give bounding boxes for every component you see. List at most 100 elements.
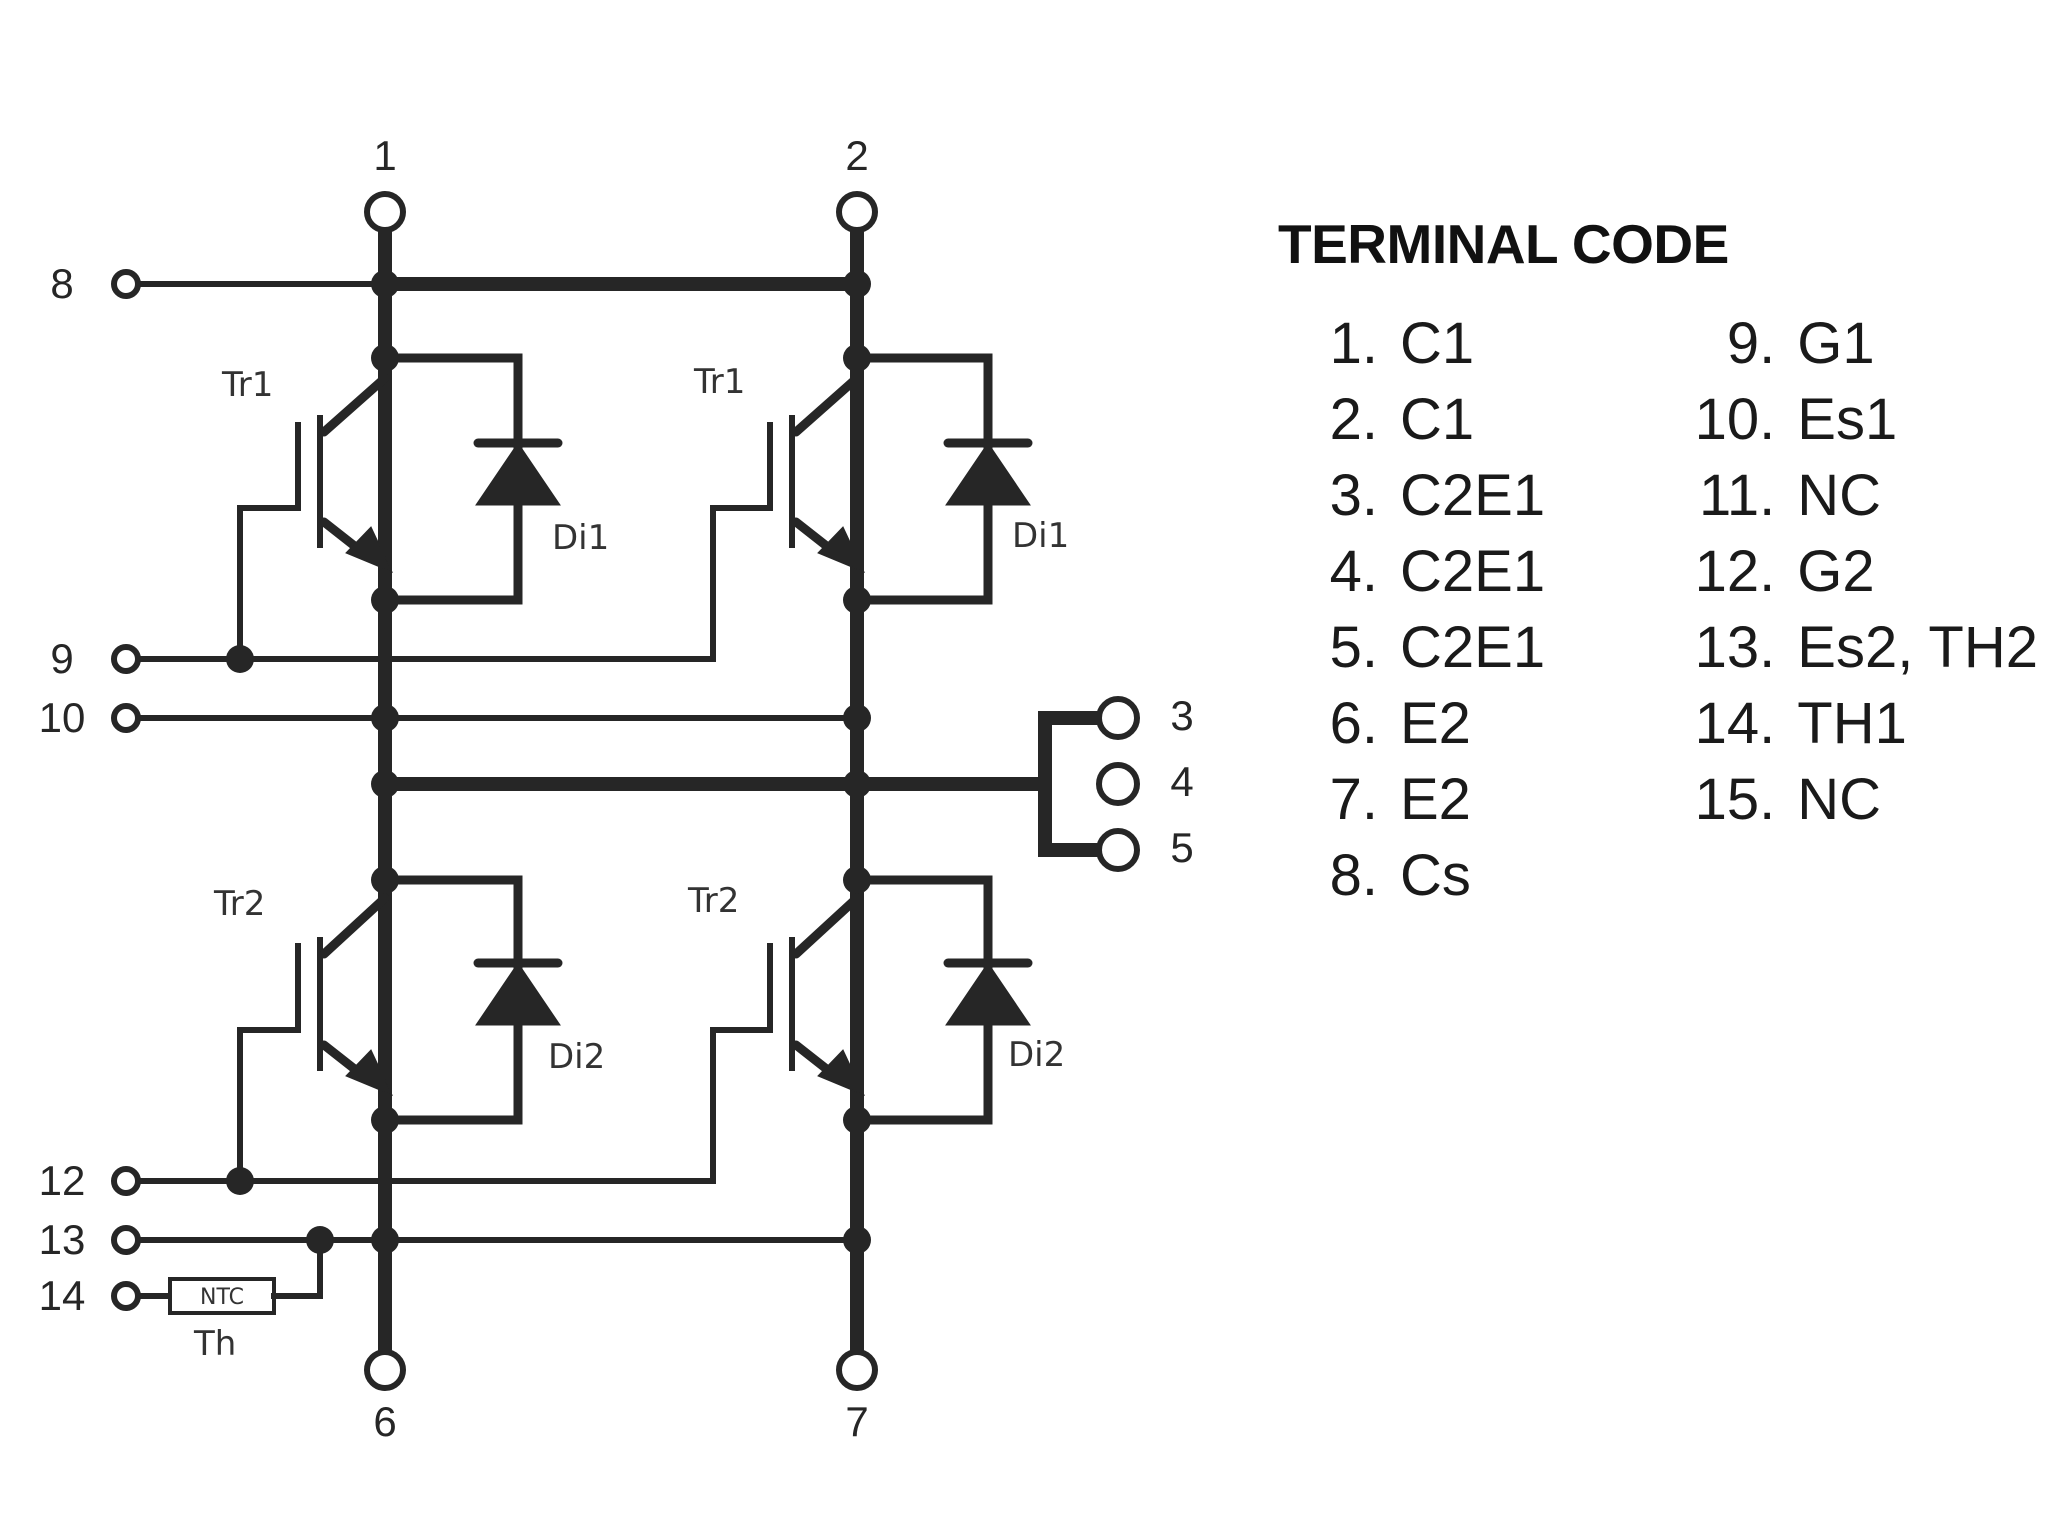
terminal-14[interactable] [111, 1281, 141, 1311]
code-number: 12. [1694, 539, 1776, 604]
terminal-code-row: 14. TH1 [1657, 686, 2038, 762]
code-number: 15. [1694, 767, 1776, 832]
terminal-code-row: 6. E2 [1278, 686, 1657, 762]
terminal-9[interactable] [111, 644, 141, 674]
gate-wire-tr1-right [710, 505, 773, 662]
code-name: Es1 [1797, 387, 1898, 452]
code-name: C2E1 [1400, 539, 1546, 604]
terminal-13[interactable] [111, 1225, 141, 1255]
igbt-module-schematic: 1 2 3 4 5 6 7 8 9 10 12 13 14 Tr1 Tr1 Tr… [39, 132, 1194, 1445]
terminal-code-row: 4.C2E1 [1278, 534, 1657, 610]
terminal-code-table: 1. C1 2. C1 3. C2E1 4.C2E1 5. C2E1 6. E2 7. E2… [1278, 306, 2038, 914]
code-name: C1 [1400, 387, 1475, 452]
terminal-code-row: 12. G2 [1657, 534, 2038, 610]
code-name: NC [1797, 463, 1882, 528]
di1-left-label: Di1 [552, 518, 609, 558]
terminal-3-label: 3 [1170, 692, 1193, 739]
di2-left-diode [380, 875, 563, 1125]
terminal-2[interactable] [836, 191, 878, 233]
code-name: G1 [1797, 311, 1875, 376]
terminal-10-label: 10 [39, 694, 86, 741]
terminal-5[interactable] [1096, 828, 1140, 872]
terminal-10[interactable] [111, 703, 141, 733]
di1-left-diode [380, 353, 563, 605]
code-name: Cs [1400, 843, 1471, 908]
tr2-left-label: Tr2 [213, 884, 265, 924]
tr2-left-igbt [295, 893, 393, 1096]
terminal-14-label: 14 [39, 1272, 86, 1319]
terminal-code-panel: TERMINAL CODE 1. C1 2. C1 3. C2E1 4.C2E1 5.… [1278, 212, 2038, 914]
code-name: C1 [1400, 311, 1475, 376]
ntc-label: NTC [200, 1285, 244, 1310]
code-number: 10. [1694, 387, 1776, 452]
terminal-4-label: 4 [1170, 758, 1193, 805]
output-bracket [1038, 711, 1125, 857]
junction-dots [226, 270, 871, 1254]
tr1-right-label: Tr1 [693, 362, 745, 402]
tr1-right-igbt [767, 373, 865, 573]
code-name: G2 [1797, 539, 1875, 604]
di1-right-diode [852, 353, 1033, 605]
di2-left-label: Di2 [548, 1037, 605, 1077]
ntc-thermistor [135, 1237, 323, 1315]
code-number: 2. [1329, 387, 1378, 452]
terminal-code-row: 8. Cs [1278, 838, 1657, 914]
code-name: E2 [1400, 691, 1471, 756]
di2-right-label: Di2 [1008, 1035, 1065, 1075]
terminal-code-left-column: 1. C1 2. C1 3. C2E1 4.C2E1 5. C2E1 6. E2 7. E2… [1278, 306, 1657, 914]
terminal-4[interactable] [1096, 762, 1140, 806]
code-number: 6. [1329, 691, 1378, 756]
code-name: C2E1 [1400, 615, 1546, 680]
terminal-code-row: 3. C2E1 [1278, 458, 1657, 534]
terminal-1-label: 1 [373, 132, 396, 179]
terminal-code-row: 7. E2 [1278, 762, 1657, 838]
terminal-3[interactable] [1096, 696, 1140, 740]
terminal-code-row: 15. NC [1657, 762, 2038, 838]
code-name: E2 [1400, 767, 1471, 832]
terminal-code-row: 2. C1 [1278, 382, 1657, 458]
tr2-right-label: Tr2 [687, 881, 739, 921]
terminal-2-label: 2 [845, 132, 868, 179]
di1-right-label: Di1 [1012, 516, 1069, 556]
tr1-left-label: Tr1 [221, 365, 273, 405]
terminal-code-row: 5. C2E1 [1278, 610, 1657, 686]
code-number: 14. [1694, 691, 1776, 756]
terminal-code-row: 1. C1 [1278, 306, 1657, 382]
tr1-left-igbt [295, 373, 393, 573]
terminal-code-right-column: 9. G1 10. Es1 11. NC 12. G2 13.Es2, TH2 14. T… [1657, 306, 2038, 914]
gate-wire-tr2-left [237, 1027, 301, 1184]
code-number: 5. [1329, 615, 1378, 680]
gate-wire-tr2-right [710, 1027, 773, 1184]
code-number: 3. [1329, 463, 1378, 528]
terminal-8-label: 8 [50, 260, 73, 307]
terminal-code-row: 10. Es1 [1657, 382, 2038, 458]
code-name: NC [1797, 767, 1882, 832]
terminal-8[interactable] [111, 269, 141, 299]
terminal-6[interactable] [364, 1349, 406, 1391]
code-number: 9. [1726, 311, 1776, 376]
di2-right-diode [852, 875, 1033, 1125]
terminal-7-label: 7 [845, 1398, 868, 1445]
terminal-13-label: 13 [39, 1216, 86, 1263]
terminal-5-label: 5 [1170, 824, 1193, 871]
terminal-12[interactable] [111, 1166, 141, 1196]
code-name: Es2, TH2 [1797, 615, 2038, 680]
terminal-code-row: 9. G1 [1657, 306, 2038, 382]
terminal-12-label: 12 [39, 1157, 86, 1204]
code-name: C2E1 [1400, 463, 1546, 528]
code-number: 8. [1329, 843, 1378, 908]
th-label: Th [193, 1324, 236, 1364]
terminal-code-title: TERMINAL CODE [1278, 213, 1729, 275]
code-name: TH1 [1797, 691, 1907, 756]
terminal-1[interactable] [364, 191, 406, 233]
gate-wire-tr1-left [237, 505, 301, 662]
tr2-right-igbt [767, 893, 865, 1096]
terminal-code-row: 13.Es2, TH2 [1657, 610, 2038, 686]
terminal-7[interactable] [836, 1349, 878, 1391]
code-number: 7. [1329, 767, 1378, 832]
terminal-code-row: 11. NC [1657, 458, 2038, 534]
code-number: 1. [1329, 311, 1378, 376]
code-number: 11. [1698, 463, 1776, 528]
terminal-9-label: 9 [50, 635, 73, 682]
terminal-6-label: 6 [373, 1398, 396, 1445]
